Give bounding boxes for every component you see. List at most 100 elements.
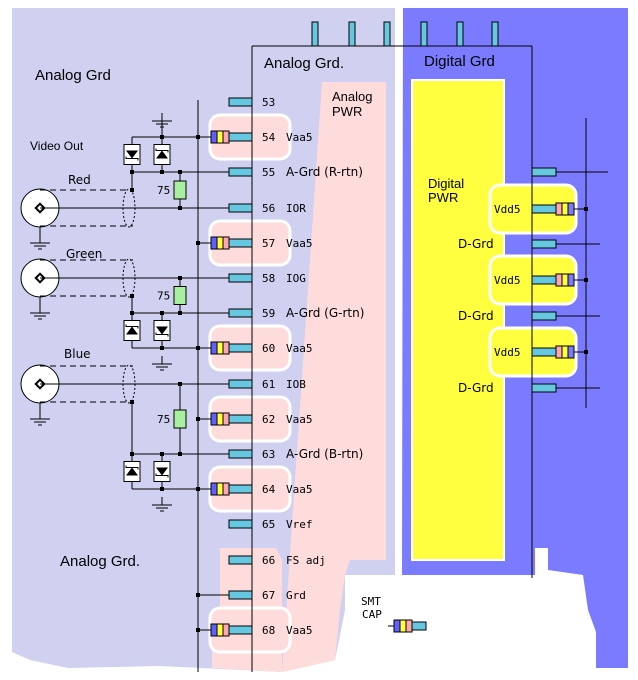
digital-pwr-label-2: PWR [428,190,458,205]
digital-pin: D-Grd [458,381,600,395]
channel-label: Green [66,247,102,261]
capacitor [210,341,230,355]
pin-pad [228,484,253,494]
video-out-label: Video Out [30,139,84,153]
video-channel-red: Red 75 [20,113,229,250]
analog-pin: 68 Vaa5 [196,623,313,637]
capacitor [210,623,230,637]
protection-diode [123,461,141,482]
pin-number: 57 [262,237,275,250]
digital-pin: Vdd5 [494,345,588,359]
channel-label: Red [68,173,91,187]
pin-name: D-Grd [458,237,494,251]
pin-pad [228,519,253,529]
pin-name: FS adj [286,554,326,567]
analog-pin: 56 IOR [228,202,306,215]
capacitor-band [210,623,218,637]
capacitor-band [393,619,401,633]
capacitor-band [210,482,218,496]
protection-diode [123,320,141,341]
ground-icon [30,305,50,320]
pin-name: A-Grd (R-rtn) [286,165,363,179]
capacitor-band [216,623,224,637]
resistor-75 [173,180,187,200]
digital-power-plane [411,79,505,561]
pin-name: Vdd5 [494,203,521,216]
pin-pad [531,383,557,393]
analog-grd-label: Analog Grd [35,67,111,84]
top-pin [456,21,464,47]
pin-pad [228,273,253,283]
capacitor-band [222,341,230,355]
pin-number: 62 [262,413,275,426]
analog-grd-bottom-label: Analog Grd. [60,553,140,570]
smt-cap-legend: SMT CAP [361,595,427,633]
capacitor-band [222,236,230,250]
pin-number: 67 [262,589,275,602]
capacitor-band [210,412,218,426]
pin-name: D-Grd [458,381,494,395]
capacitor-band [567,345,575,359]
pin-name: Vaa5 [286,131,313,144]
capacitor-band [405,619,413,633]
analog-pwr-label-2: PWR [332,104,362,119]
pin-pad [228,449,253,459]
capacitor [210,412,230,426]
ground-icon [152,356,172,371]
capacitor-band [567,202,575,216]
pin-pad [228,167,253,177]
analog-pwr-label-1: Analog [332,89,372,104]
pin-pad [228,414,253,424]
pin-number: 58 [262,272,275,285]
capacitor [555,345,575,359]
capacitor [555,202,575,216]
pin-name: IOR [286,202,306,215]
top-pin [311,21,319,47]
pin-pad [531,347,557,357]
pin-number: 63 [262,448,275,461]
capacitor-band [216,130,224,144]
pin-number: 54 [262,131,276,144]
pin-number: 60 [262,342,275,355]
capacitor-band [222,623,230,637]
pin-number: 53 [262,96,275,109]
digital-pin: D-Grd [458,237,600,251]
capacitor-band [222,412,230,426]
capacitor-band [561,202,569,216]
protection-diode [123,144,141,165]
top-pin [383,21,391,47]
capacitor-band [216,482,224,496]
analog-pin: 53 [228,96,275,109]
capacitor-band [567,273,575,287]
pin-name: Vdd5 [494,274,521,287]
resistor-75 [173,409,187,429]
pin-name: IOG [286,272,306,285]
ground-icon [152,497,172,512]
resistor-value: 75 [157,184,170,197]
capacitor-band [222,130,230,144]
pin-pad [228,555,253,565]
pin-name: Vaa5 [286,624,313,637]
pin-name: Grd [286,589,306,602]
pin-pad [531,239,557,249]
pin-number: 59 [262,307,275,320]
top-pins [311,21,499,47]
pin-pad [228,97,253,107]
pin-number: 65 [262,518,275,531]
analog-power-plane [212,82,386,672]
pin-pad [531,275,557,285]
capacitor [210,482,230,496]
pin-name: Vref [286,518,313,531]
pin-number: 56 [262,202,275,215]
capacitor-band [216,412,224,426]
pin-name: D-Grd [458,309,494,323]
pin-name: Vaa5 [286,237,313,250]
pin-pad [228,379,253,389]
pin-number: 68 [262,624,275,637]
pin-name: IOB [286,378,306,391]
